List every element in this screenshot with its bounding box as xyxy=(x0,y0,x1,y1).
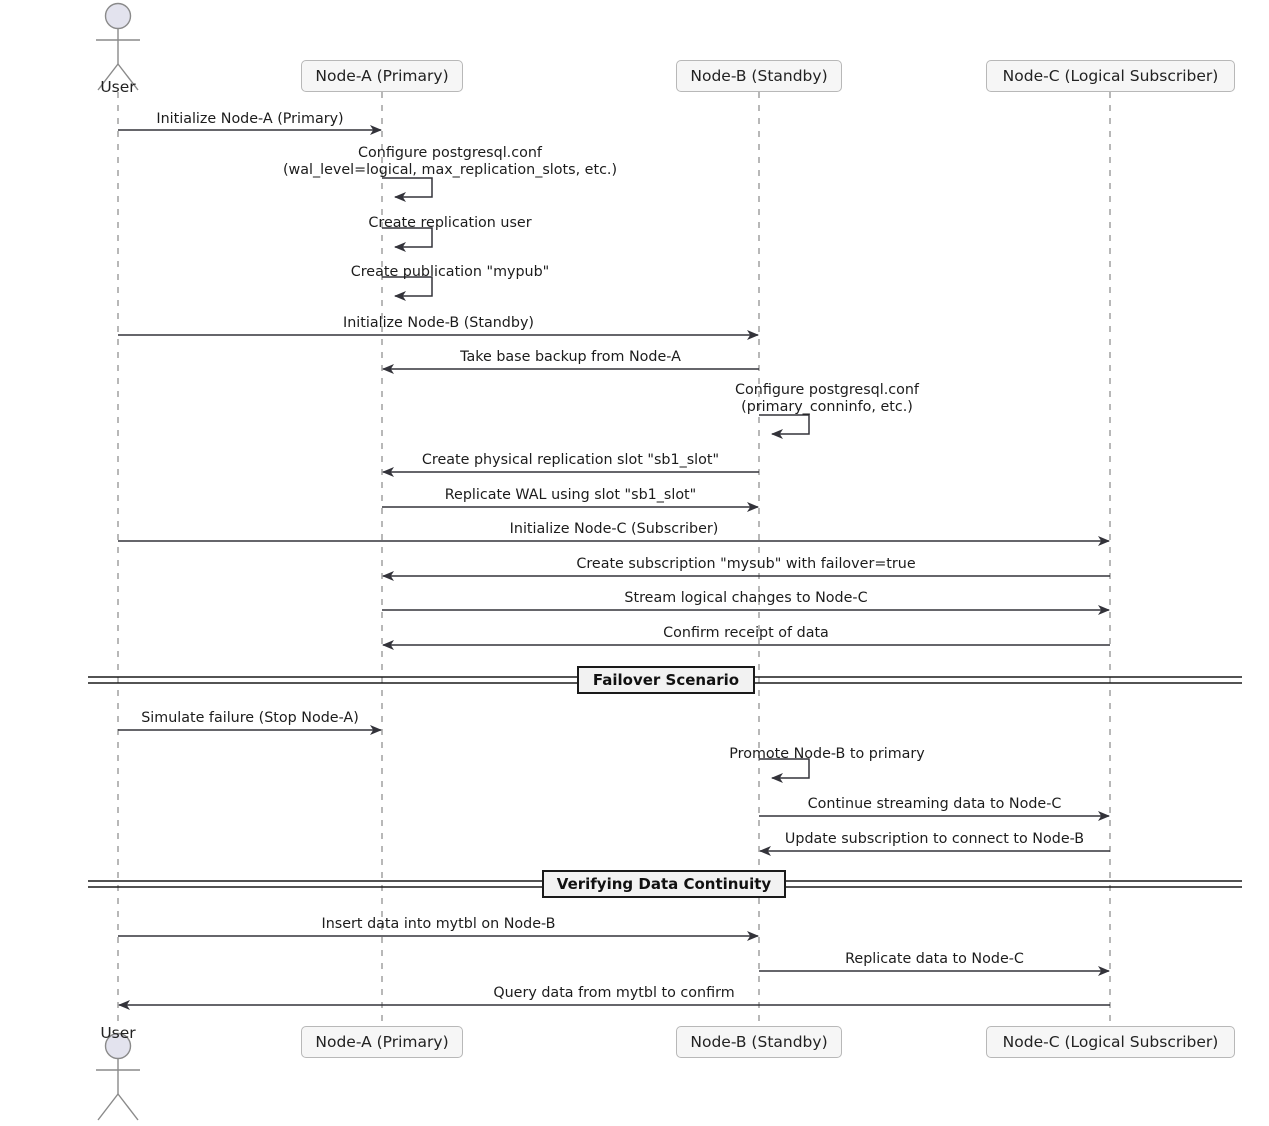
message-label-m6: Take base backup from Node-A xyxy=(460,349,681,365)
participant-header-nodeA[interactable]: Node-A (Primary) xyxy=(301,60,463,92)
message-label-m5: Initialize Node-B (Standby) xyxy=(343,315,534,331)
participant-label: Node-C (Logical Subscriber) xyxy=(1002,1033,1219,1051)
message-label-m3: Create replication user xyxy=(368,215,532,231)
actor-figure-footer-user[interactable] xyxy=(96,1032,140,1121)
divider-label: Failover Scenario xyxy=(592,671,740,689)
actor-leg-left xyxy=(97,63,119,91)
actor-leg-right xyxy=(117,1093,139,1121)
actor-figure-header-user[interactable] xyxy=(96,2,140,91)
actor-leg-left xyxy=(97,1093,119,1121)
actor-head xyxy=(104,2,132,30)
message-label-m7: Configure postgresql.conf(primary_connin… xyxy=(735,382,919,416)
message-label-line1: Configure postgresql.conf xyxy=(358,145,542,161)
message-label-m4: Create publication "mypub" xyxy=(350,264,550,280)
message-label-m20: Query data from mytbl to confirm xyxy=(493,985,735,1001)
participant-footer-nodeC[interactable]: Node-C (Logical Subscriber) xyxy=(986,1026,1235,1058)
participant-label: Node-B (Standby) xyxy=(690,1033,828,1051)
message-label-m10: Initialize Node-C (Subscriber) xyxy=(509,521,719,537)
divider-d1: Failover Scenario xyxy=(577,666,755,694)
participant-footer-nodeA[interactable]: Node-A (Primary) xyxy=(301,1026,463,1058)
divider-label: Verifying Data Continuity xyxy=(556,875,772,893)
participant-header-nodeC[interactable]: Node-C (Logical Subscriber) xyxy=(986,60,1235,92)
message-label-m2: Configure postgresql.conf(wal_level=logi… xyxy=(283,145,617,179)
message-label-m1: Initialize Node-A (Primary) xyxy=(156,111,344,127)
participant-footer-nodeB[interactable]: Node-B (Standby) xyxy=(676,1026,842,1058)
message-label-m19: Replicate data to Node-C xyxy=(845,951,1024,967)
message-label-line1: Configure postgresql.conf xyxy=(735,382,919,398)
message-label-m12: Stream logical changes to Node-C xyxy=(624,590,868,606)
participant-label: Node-C (Logical Subscriber) xyxy=(1002,67,1219,85)
message-self-m4[interactable] xyxy=(382,276,433,301)
actor-figures-group xyxy=(96,2,140,1121)
message-label-m16: Continue streaming data to Node-C xyxy=(807,796,1062,812)
message-label-line2: (wal_level=logical, max_replication_slot… xyxy=(282,162,618,178)
participant-label: Node-A (Primary) xyxy=(315,1033,449,1051)
message-label-m18: Insert data into mytbl on Node-B xyxy=(321,916,556,932)
divider-d2: Verifying Data Continuity xyxy=(542,870,786,898)
message-label-m15: Promote Node-B to primary xyxy=(729,746,925,762)
message-label-m14: Simulate failure (Stop Node-A) xyxy=(141,710,359,726)
actor-head xyxy=(104,1032,132,1060)
messages-group xyxy=(118,125,1110,1010)
participant-header-nodeB[interactable]: Node-B (Standby) xyxy=(676,60,842,92)
message-label-m17: Update subscription to connect to Node-B xyxy=(784,831,1085,847)
actor-label-header-user: User xyxy=(100,78,136,96)
message-self-m2[interactable] xyxy=(382,177,433,202)
message-self-m3[interactable] xyxy=(382,227,433,252)
message-label-m8: Create physical replication slot "sb1_sl… xyxy=(421,452,720,468)
participant-label: Node-A (Primary) xyxy=(315,67,449,85)
message-label-m9: Replicate WAL using slot "sb1_slot" xyxy=(444,487,697,503)
divider-lines-group xyxy=(88,676,1242,888)
participant-label: Node-B (Standby) xyxy=(690,67,828,85)
actor-label-footer-user: User xyxy=(100,1024,136,1042)
message-label-m11: Create subscription "mysub" with failove… xyxy=(576,556,916,572)
message-label-line2: (primary_conninfo, etc.) xyxy=(741,399,913,415)
message-label-m13: Confirm receipt of data xyxy=(663,625,829,641)
actor-leg-right xyxy=(117,63,139,91)
message-self-m15[interactable] xyxy=(759,758,810,783)
message-self-m7[interactable] xyxy=(759,414,810,439)
